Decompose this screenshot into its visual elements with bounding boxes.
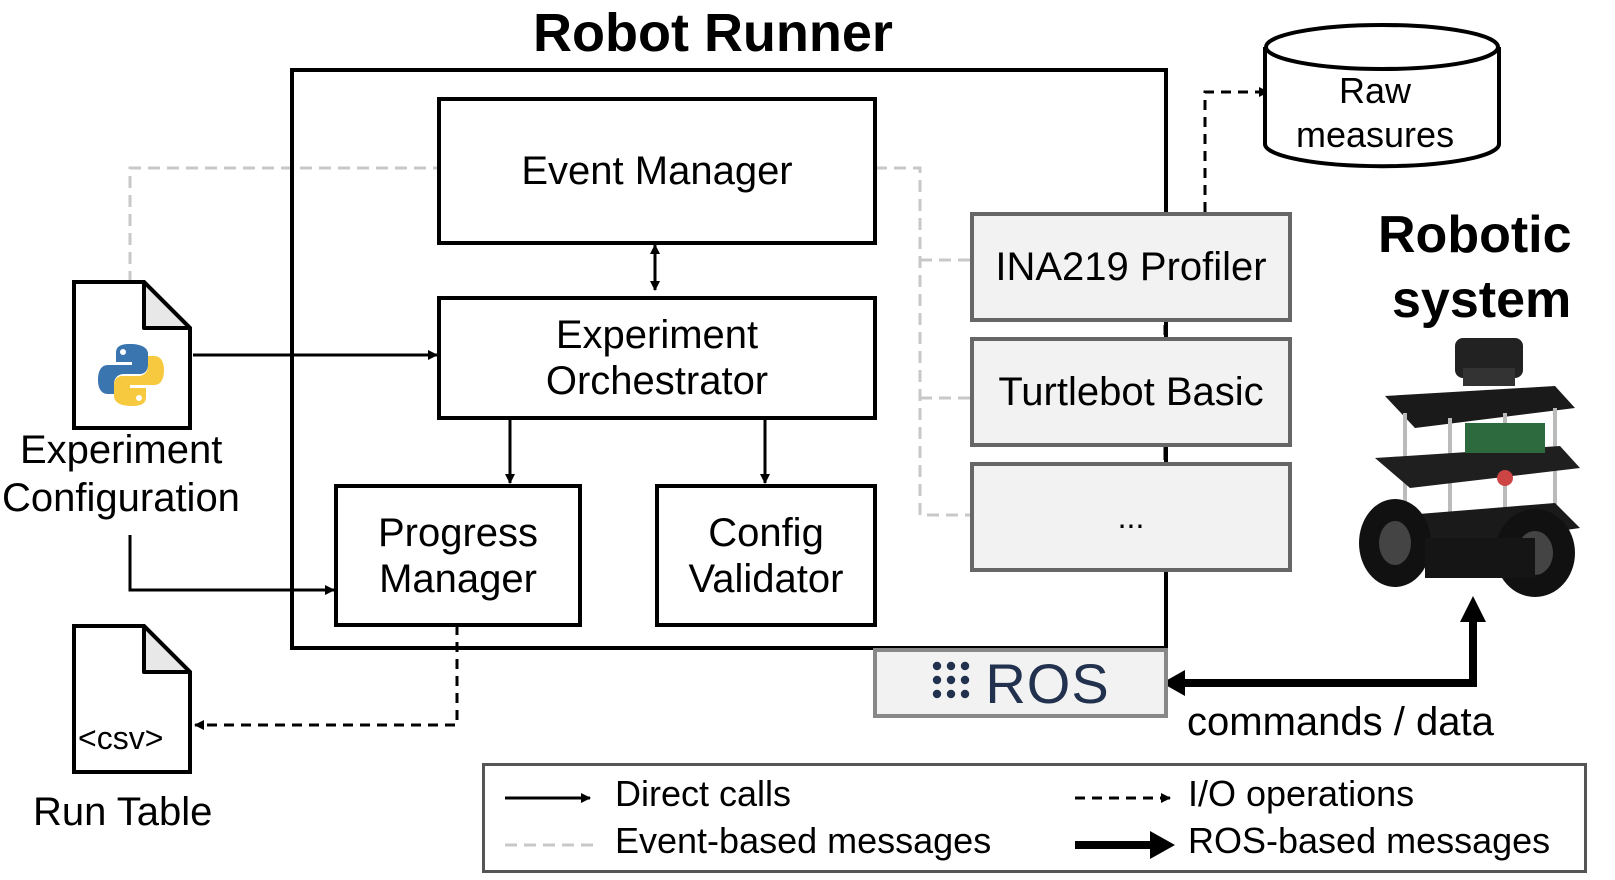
legend-event-messages: Event-based messages (615, 820, 992, 861)
orchestrator-label-line1: Experiment (555, 313, 759, 357)
experiment-config-label-line1: Experiment (20, 428, 223, 472)
robotic-system-label-line1: Robotic (1378, 206, 1572, 264)
ros-box: ROS (873, 648, 1168, 718)
io-lines (194, 87, 1269, 730)
commands-data-label: commands / data (1187, 700, 1494, 744)
ros-messages-line (1162, 596, 1486, 696)
profiler-turtlebot-label: Turtlebot Basic (998, 369, 1264, 414)
config-label-line2: Validator (688, 556, 844, 601)
raw-measures-label-line2: measures (1296, 114, 1455, 155)
profiler-ina219: INA219 Profiler (970, 212, 1292, 322)
legend-io-operations: I/O operations (1188, 773, 1415, 814)
raw-measures-database-icon (1263, 23, 1501, 169)
config-validator-box: Config Validator (655, 484, 877, 627)
progress-manager-box: Progress Manager (334, 484, 582, 627)
progress-label-line2: Manager (379, 556, 537, 601)
progress-label-line1: Progress (377, 510, 539, 555)
profiler-ina219-label: INA219 Profiler (995, 244, 1267, 289)
python-logo-icon (98, 344, 164, 406)
profiler-turtlebot: Turtlebot Basic (970, 337, 1292, 447)
legend-box (482, 763, 1587, 873)
event-manager-box: Event Manager (437, 97, 877, 245)
diagram-title: Robot Runner (533, 3, 893, 63)
legend-ros-messages: ROS-based messages (1188, 820, 1551, 861)
profiler-more-label: ... (1117, 498, 1145, 535)
turtlebot-robot-image (1359, 338, 1580, 597)
event-manager-label: Event Manager (521, 149, 793, 193)
orchestrator-label-line2: Orchestrator (545, 359, 769, 403)
robotic-system-label-line2: system (1392, 271, 1572, 329)
run-table-label: Run Table (33, 790, 213, 834)
experiment-config-label-line2: Configuration (2, 476, 240, 520)
ros-dots-icon (933, 661, 970, 699)
run-table-file-icon (72, 624, 192, 774)
raw-measures-label-line1: Raw (1339, 70, 1412, 111)
legend-ros-sample (1075, 831, 1175, 859)
event-lines (128, 166, 970, 517)
experiment-orchestrator-box: Experiment Orchestrator (437, 296, 877, 420)
config-label-line1: Config (708, 510, 824, 555)
legend-direct-calls: Direct calls (615, 773, 792, 814)
run-table-file-tag: <csv> (78, 720, 164, 756)
ros-label: ROS (985, 651, 1110, 715)
profiler-more: ... (970, 462, 1292, 572)
